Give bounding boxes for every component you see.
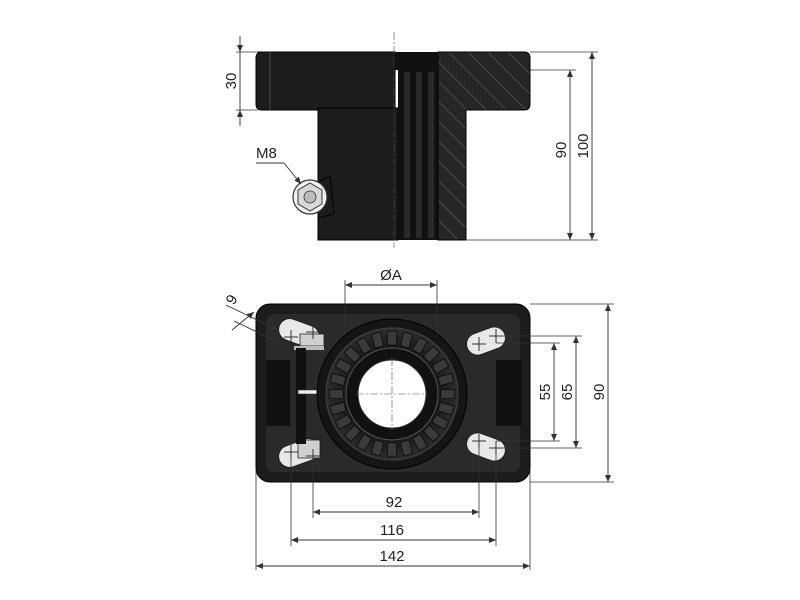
- mount-slot-bottom-left: [278, 438, 321, 468]
- ring-tooth: [412, 433, 428, 452]
- dim-116-label: 116: [380, 522, 404, 539]
- ring-tooth: [422, 345, 441, 364]
- ring-tooth: [400, 331, 413, 349]
- ring-teeth: [328, 330, 456, 458]
- dim-65-label: 65: [559, 384, 576, 401]
- ring-tooth: [422, 424, 441, 443]
- ring-tooth: [431, 358, 450, 374]
- ring-tooth: [356, 336, 372, 355]
- dim-diameter-a-label: ØA: [380, 267, 402, 284]
- ring-tooth: [329, 373, 347, 386]
- ring-tooth: [356, 433, 372, 452]
- dim-142-label: 142: [379, 548, 404, 565]
- ring-tooth: [412, 336, 428, 355]
- ring-tooth: [437, 402, 455, 415]
- side-hub: [317, 107, 399, 241]
- dim-9-label: 9: [223, 292, 242, 308]
- ring-tooth: [440, 389, 456, 399]
- side-view-dimensions: 30 90 100 M8: [223, 36, 598, 241]
- thread-m8-label: M8: [256, 145, 277, 162]
- ring-tooth: [431, 414, 450, 430]
- ring-tooth: [334, 358, 353, 374]
- dim-90-side-label: 90: [553, 142, 570, 159]
- side-view: [255, 32, 531, 248]
- side-flange-section: [437, 51, 531, 241]
- ring-tooth: [328, 389, 344, 399]
- ring-tooth: [334, 414, 353, 430]
- dim-55-label: 55: [537, 384, 554, 401]
- ring-tooth: [371, 331, 384, 349]
- ring-tooth: [343, 345, 362, 364]
- dim-30-label: 30: [223, 73, 240, 90]
- ring-tooth: [371, 439, 384, 457]
- ring-tooth: [387, 442, 397, 458]
- slot-centers: [284, 325, 503, 463]
- dim-90-plan-label: 90: [591, 384, 608, 401]
- mount-slot-top-left: [278, 318, 325, 350]
- ring-tooth: [329, 402, 347, 415]
- plan-view-dimensions: ØA 9 55 65 90 92 116 142: [223, 267, 614, 570]
- ring-tooth: [343, 424, 362, 443]
- dim-100-label: 100: [575, 133, 592, 158]
- dim-92-label: 92: [386, 494, 403, 511]
- ring-tooth: [387, 330, 397, 346]
- ring-tooth: [400, 439, 413, 457]
- plan-view: [255, 303, 531, 483]
- side-flange-left: [255, 51, 396, 111]
- ring-tooth: [437, 373, 455, 386]
